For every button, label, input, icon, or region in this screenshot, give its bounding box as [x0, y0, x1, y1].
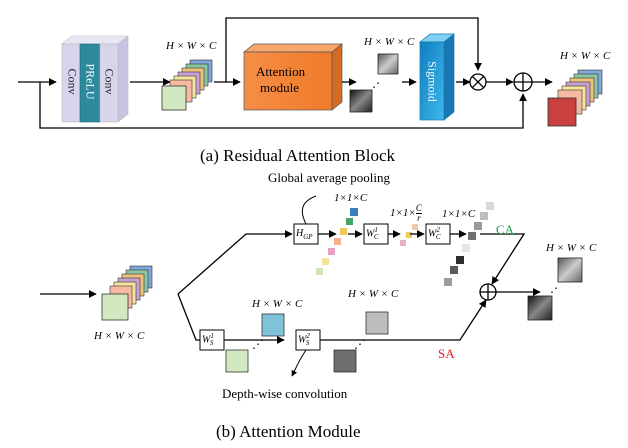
sa-to-add-line [380, 299, 487, 341]
wc1-label: W1C [366, 226, 379, 242]
ca-label: CA [496, 222, 515, 237]
channel-vector-reduced [400, 224, 418, 246]
attention-skip-path [225, 17, 482, 82]
conv-right-label: Conv [102, 68, 117, 95]
caption-a: (a) Residual Attention Block [200, 146, 395, 165]
output-map-bottom [527, 295, 553, 321]
ws2-label: W2S [298, 332, 310, 348]
size-1x1xC-b: 1×1×C [442, 208, 476, 220]
caption-b: (b) Attention Module [216, 422, 361, 441]
output-map-top [557, 257, 583, 283]
output-stack-a [547, 69, 603, 127]
add-node-b [479, 283, 497, 301]
attention-label-line1: Attention [256, 64, 306, 79]
hgp-label: HGP [296, 228, 313, 241]
ws1-label: W1S [202, 332, 214, 348]
sigmoid-box [419, 33, 455, 121]
ws-ellipsis-2: ⋰ [354, 337, 366, 351]
wc2-label: W2C [428, 226, 441, 242]
ca-weight-vector [444, 202, 494, 286]
ws-ellipsis-1: ⋰ [252, 337, 264, 351]
input-size-label-b: H × W × C [94, 330, 145, 342]
residual-skip-path [39, 82, 527, 129]
multiply-node [469, 73, 487, 91]
gap-pointer [301, 195, 317, 225]
output-ellipsis: ⋰ [546, 285, 558, 299]
feature-stack-a [161, 59, 213, 111]
add-node-a [513, 72, 533, 92]
ca-branch-line [177, 230, 293, 295]
ca-to-add-line [480, 233, 526, 285]
feature-stack-b [101, 265, 153, 321]
ws1-map-green [225, 349, 249, 373]
map-size-label-a: H × W × C [364, 36, 415, 48]
prelu-label: PReLU [83, 63, 98, 100]
channel-vector-c [316, 208, 358, 275]
sa-map-light [365, 311, 389, 335]
conv-left-label: Conv [65, 68, 80, 95]
sigmoid-label: Sigmoid [425, 61, 440, 102]
ws1-map-blue [261, 313, 285, 337]
gap-label: Global average pooling [268, 170, 391, 185]
dw-pointer [291, 349, 307, 377]
sa-map-dark [333, 349, 357, 373]
dw-label: Depth-wise convolution [222, 386, 348, 401]
size-1x1xC-a: 1×1×C [334, 192, 368, 204]
conv-prelu-conv-stack [61, 35, 129, 123]
output-size-label-b: H × W × C [546, 242, 597, 254]
attention-module-box [243, 43, 343, 111]
feature-size-label-a: H × W × C [166, 40, 217, 52]
ws1-map-size-label: H × W × C [252, 298, 303, 310]
attention-map-bottom [349, 89, 373, 113]
output-size-label-a: H × W × C [560, 50, 611, 62]
attention-label-line2: module [260, 80, 299, 95]
sa-map-size-label: H × W × C [348, 288, 399, 300]
sa-label: SA [438, 346, 455, 361]
attention-map-top [377, 53, 399, 75]
